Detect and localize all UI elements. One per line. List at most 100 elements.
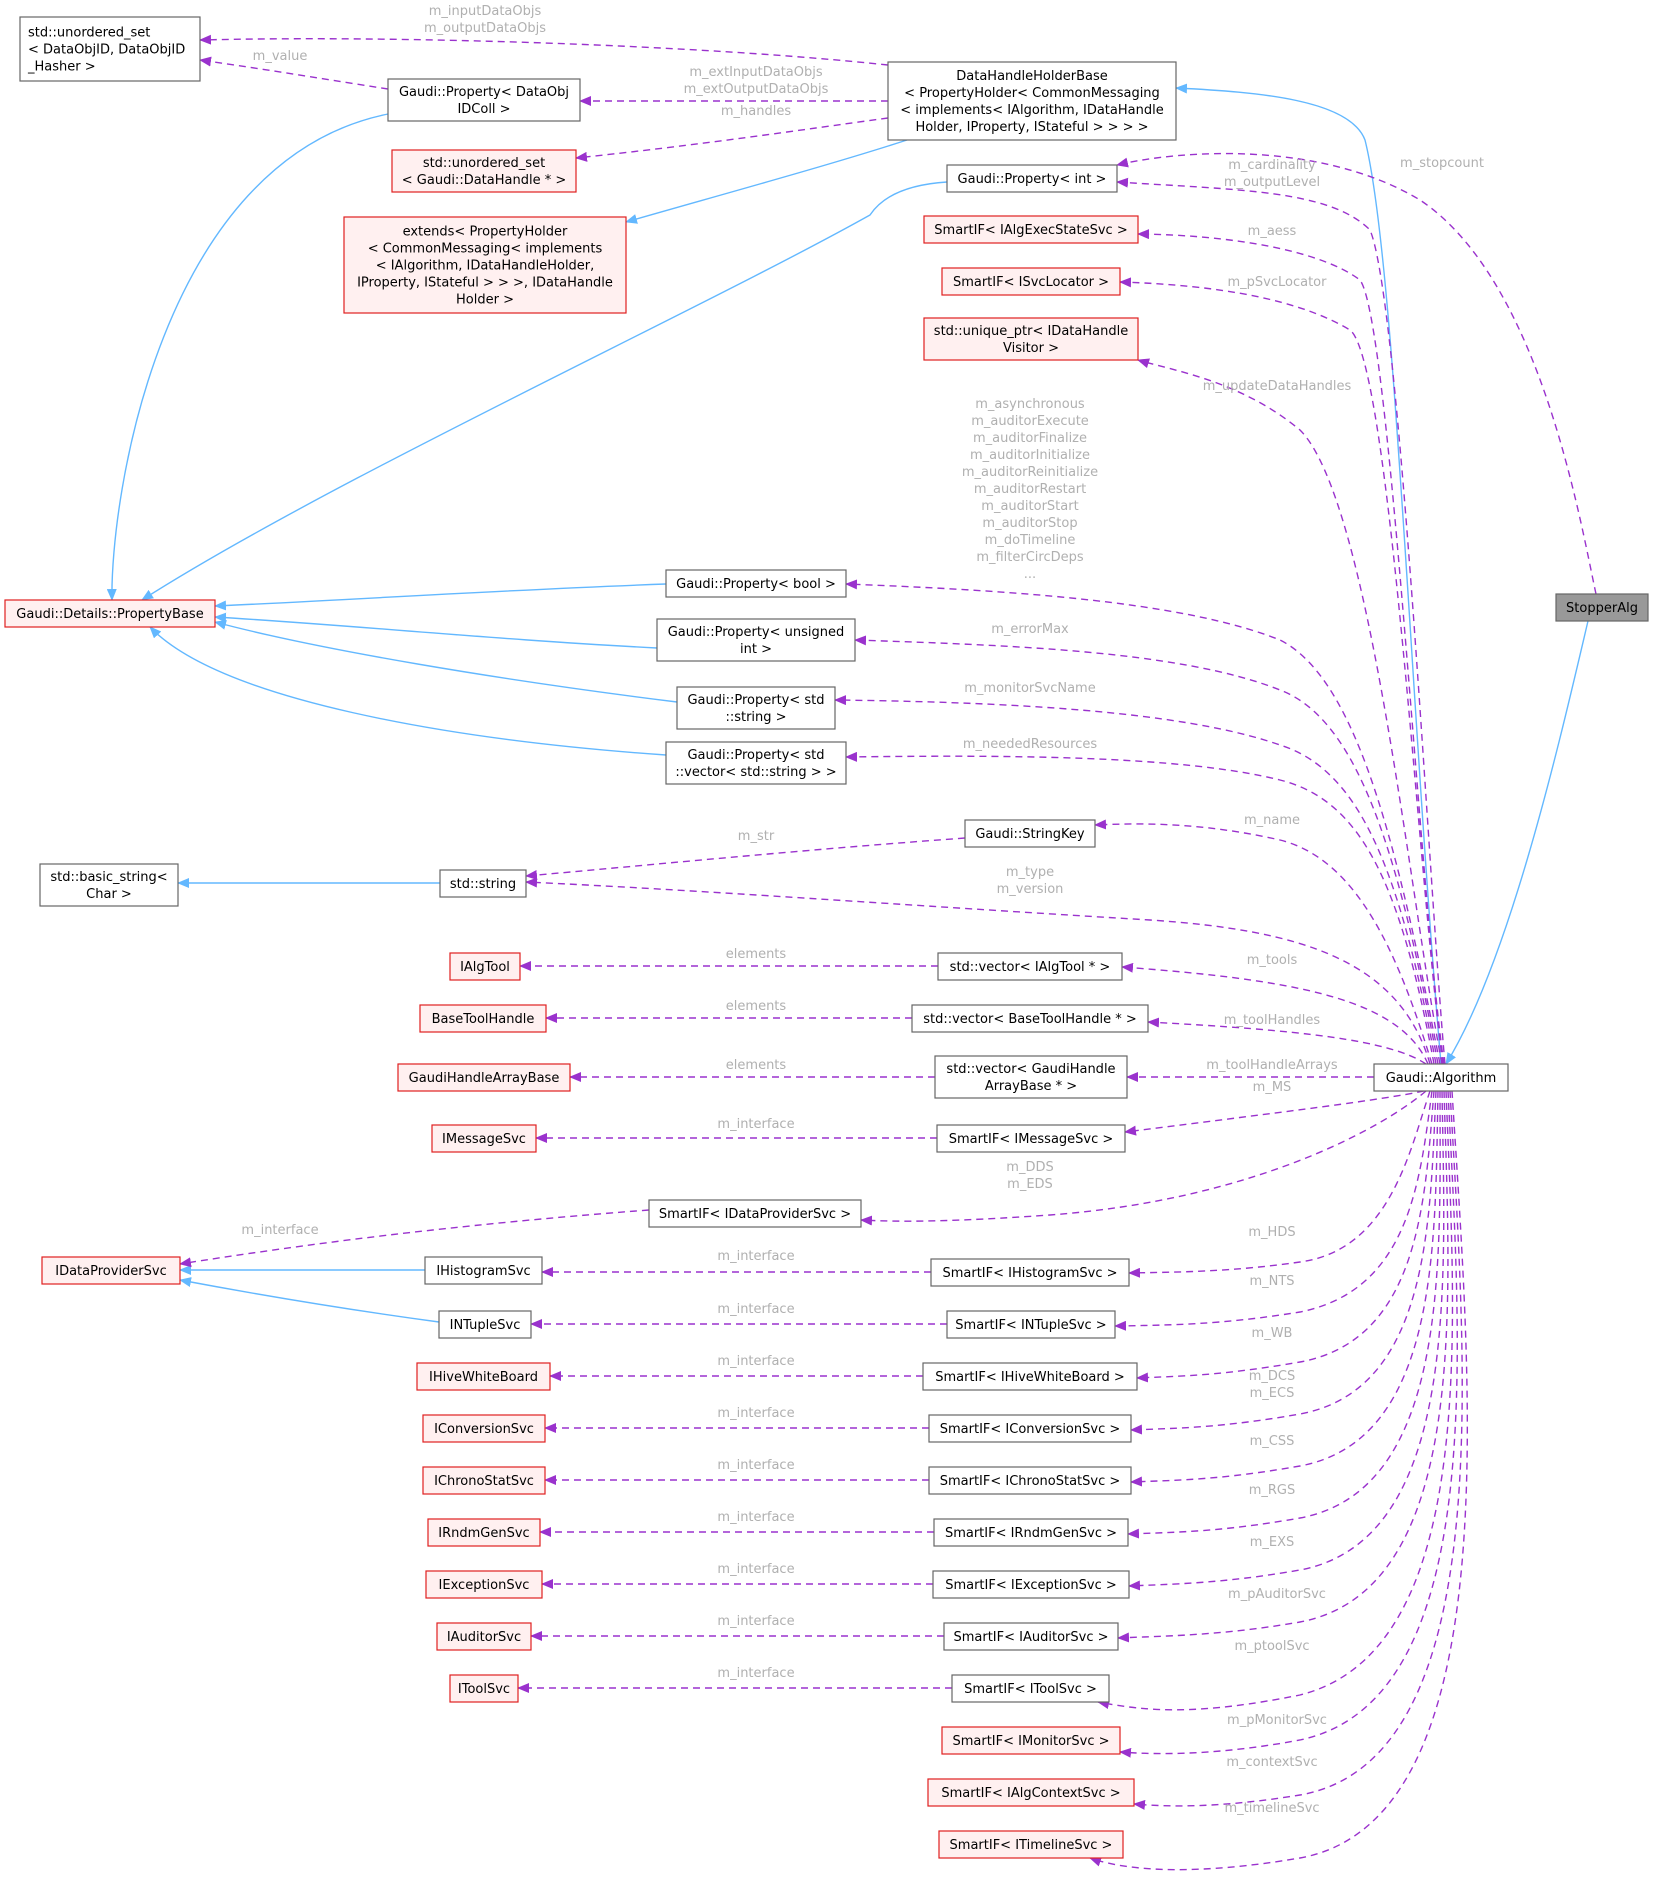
edge-label-lbl-ptoolsvc: m_ptoolSvc	[1234, 1639, 1309, 1654]
edge-label-lbl-pmonitorsvc: m_pMonitorSvc	[1227, 1713, 1327, 1728]
edge-label-lbl-nts: m_NTS	[1249, 1274, 1294, 1289]
node-box	[343, 216, 627, 314]
node-basic-string[interactable]: std::basic_string<Char >	[39, 863, 179, 907]
node-label: std::vector< IAlgTool * >	[950, 960, 1111, 975]
node-label: SmartIF< IDataProviderSvc >	[659, 1207, 851, 1222]
node-smartif-isvclocator[interactable]: SmartIF< ISvcLocator >	[941, 267, 1121, 296]
node-box	[422, 1466, 546, 1495]
node-basetoolhandle[interactable]: BaseToolHandle	[419, 1004, 547, 1033]
node-property-int[interactable]: Gaudi::Property< int >	[946, 164, 1118, 193]
node-datahandleholderbase[interactable]: DataHandleHolderBase< PropertyHolder< Co…	[887, 61, 1177, 141]
node-ichronostatsvc[interactable]: IChronoStatSvc	[422, 1466, 546, 1495]
node-smartif-ialgcontextsvc[interactable]: SmartIF< IAlgContextSvc >	[927, 1778, 1135, 1807]
node-box	[923, 317, 1139, 361]
node-box	[951, 1674, 1110, 1703]
node-label: SmartIF< IExceptionSvc >	[945, 1578, 1117, 1593]
node-ialgtool[interactable]: IAlgTool	[449, 952, 521, 981]
node-box	[438, 1310, 532, 1339]
node-property-bool[interactable]: Gaudi::Property< bool >	[665, 569, 847, 598]
node-itoolsvc[interactable]: IToolSvc	[449, 1674, 519, 1703]
edge-label-lbl-stopcount: m_stopcount	[1400, 156, 1484, 171]
usage-edge-15	[575, 117, 889, 162]
node-box	[41, 1256, 181, 1285]
node-smartif-irndmgensvc[interactable]: SmartIF< IRndmGenSvc >	[933, 1518, 1129, 1547]
node-label: SmartIF< IToolSvc >	[964, 1682, 1097, 1697]
edge-label-lbl-value: m_value	[253, 49, 308, 64]
node-extends-propertyholder[interactable]: extends< PropertyHolder< CommonMessaging…	[343, 216, 627, 314]
node-smartif-iconversionsvc[interactable]: SmartIF< IConversionSvc >	[928, 1414, 1132, 1443]
node-smartif-ichronostatsvc[interactable]: SmartIF< IChronoStatSvc >	[928, 1466, 1132, 1495]
node-box	[676, 686, 836, 730]
usage-edge-18	[1137, 229, 1445, 1065]
node-label: SmartIF< ISvcLocator >	[953, 275, 1109, 290]
node-vector-ialgtool[interactable]: std::vector< IAlgTool * >	[937, 952, 1123, 981]
edge-label-lbl-wb: m_WB	[1252, 1326, 1293, 1341]
node-label: SmartIF< IChronoStatSvc >	[940, 1474, 1121, 1489]
node-unordered-set-datahandle[interactable]: std::unordered_set< Gaudi::DataHandle * …	[391, 149, 577, 193]
node-smartif-ihistogramsvc[interactable]: SmartIF< IHistogramSvc >	[930, 1258, 1130, 1287]
node-stringkey[interactable]: Gaudi::StringKey	[964, 819, 1096, 848]
node-vector-basetoolhandle[interactable]: std::vector< BaseToolHandle * >	[911, 1004, 1149, 1033]
node-box	[1555, 593, 1649, 622]
node-smartif-iexceptionsvc[interactable]: SmartIF< IExceptionSvc >	[932, 1570, 1130, 1599]
edge-label-lbl-interface-rndm: m_interface	[717, 1510, 794, 1525]
node-property-string[interactable]: Gaudi::Property< std::string >	[676, 686, 836, 730]
edge-label-lbl-elements-2: elements	[726, 999, 787, 1014]
node-property-vector-string[interactable]: Gaudi::Property< std::vector< std::strin…	[665, 741, 847, 785]
usage-edge-24	[845, 751, 1435, 1065]
node-idataprovidersvc[interactable]: IDataProviderSvc	[41, 1256, 181, 1285]
node-iconversionsvc[interactable]: IConversionSvc	[422, 1414, 546, 1443]
node-label: IDataProviderSvc	[55, 1264, 167, 1279]
node-label: SmartIF< INTupleSvc >	[955, 1318, 1106, 1333]
node-imessagesvc[interactable]: IMessageSvc	[431, 1124, 537, 1153]
node-smartif-imonitorsvc[interactable]: SmartIF< IMonitorSvc >	[941, 1726, 1121, 1755]
node-std-string[interactable]: std::string	[439, 869, 527, 898]
node-smartif-ihivewhiteboard[interactable]: SmartIF< IHiveWhiteBoard >	[922, 1362, 1138, 1391]
node-smartif-itoolsvc[interactable]: SmartIF< IToolSvc >	[951, 1674, 1110, 1703]
edge-label-lbl-interface-aud: m_interface	[717, 1614, 794, 1629]
node-smartif-intuplesvc[interactable]: SmartIF< INTupleSvc >	[946, 1310, 1116, 1339]
edge-label-lbl-rgs: m_RGS	[1249, 1483, 1296, 1498]
node-box	[937, 952, 1123, 981]
node-box	[449, 1674, 519, 1703]
node-smartif-imessagesvc[interactable]: SmartIF< IMessageSvc >	[936, 1124, 1126, 1153]
node-ihistogramsvc[interactable]: IHistogramSvc	[424, 1256, 543, 1285]
node-box	[930, 1258, 1130, 1287]
node-label: BaseToolHandle	[432, 1012, 535, 1027]
node-gaudihandlearraybase[interactable]: GaudiHandleArrayBase	[397, 1063, 571, 1092]
usage-edge-43	[1136, 1090, 1435, 1383]
node-smartif-iauditorsvc[interactable]: SmartIF< IAuditorSvc >	[943, 1622, 1119, 1651]
node-iexceptionsvc[interactable]: IExceptionSvc	[425, 1570, 543, 1599]
edge-label-lbl-interface-dp: m_interface	[241, 1223, 318, 1238]
node-gaudi-algorithm[interactable]: Gaudi::Algorithm	[1373, 1063, 1509, 1092]
usage-edge-12	[199, 34, 889, 66]
node-propertybase[interactable]: Gaudi::Details::PropertyBase	[4, 599, 216, 628]
node-intuplesvc[interactable]: INTupleSvc	[438, 1310, 532, 1339]
node-ihivewhiteboard[interactable]: IHiveWhiteBoard	[416, 1362, 551, 1391]
node-unordered-set-dataobjid[interactable]: std::unordered_set< DataObjID, DataObjID…	[19, 16, 201, 82]
node-smartif-itimelinesvc[interactable]: SmartIF< ITimelineSvc >	[938, 1830, 1124, 1859]
node-label: Gaudi::Property< int >	[958, 172, 1107, 187]
node-smartif-idataprovidersvc[interactable]: SmartIF< IDataProviderSvc >	[648, 1199, 862, 1228]
usage-edge-29	[1121, 962, 1429, 1065]
node-label: SmartIF< IHistogramSvc >	[942, 1266, 1117, 1281]
node-smartif-ialgexecstatesvc[interactable]: SmartIF< IAlgExecStateSvc >	[923, 215, 1139, 244]
inheritance-edge-6	[214, 612, 658, 649]
node-stopperalg[interactable]: StopperAlg	[1555, 593, 1649, 622]
node-irndmgensvc[interactable]: IRndmGenSvc	[427, 1518, 541, 1547]
node-box	[964, 819, 1096, 848]
edge-label-lbl-contextsvc: m_contextSvc	[1226, 1755, 1317, 1770]
node-box	[941, 1726, 1121, 1755]
inheritance-edge-11	[179, 1277, 440, 1323]
node-iauditorsvc[interactable]: IAuditorSvc	[436, 1622, 532, 1651]
node-label: extends< PropertyHolder< CommonMessaging…	[357, 225, 613, 308]
node-box	[436, 1622, 532, 1651]
